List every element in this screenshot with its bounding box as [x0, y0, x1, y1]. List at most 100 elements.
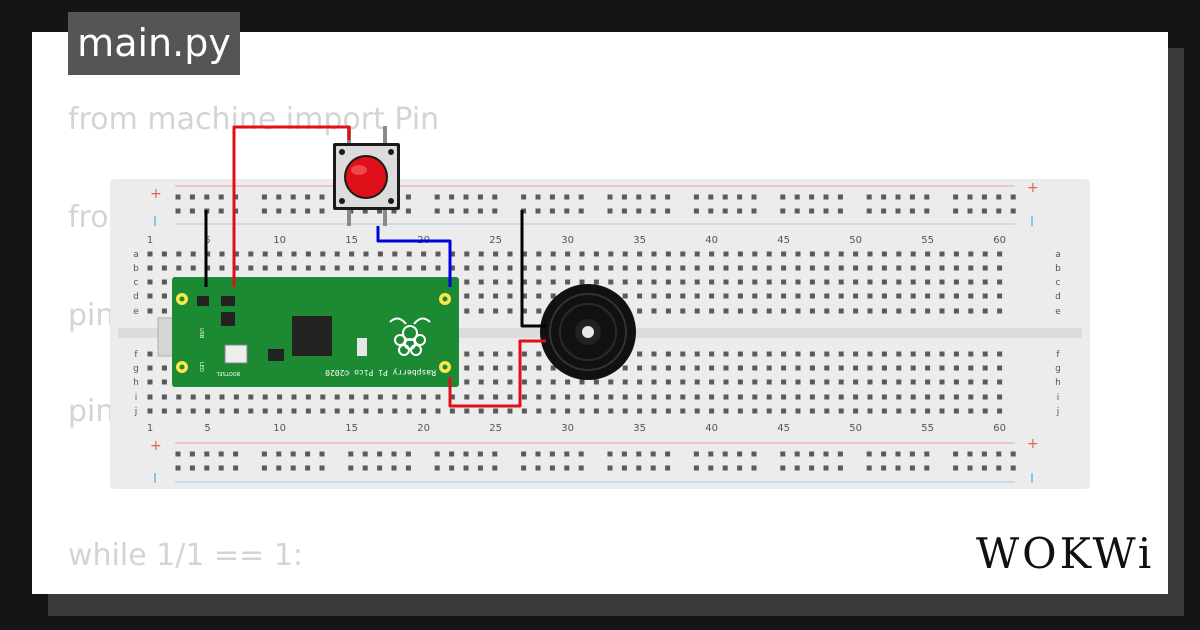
breadboard-hole [997, 251, 1003, 257]
bootsel-button[interactable] [224, 344, 248, 364]
breadboard-hole [867, 379, 873, 385]
breadboard-hole [161, 308, 167, 314]
row-letter: i [135, 393, 138, 403]
breadboard-hole [637, 394, 643, 400]
breadboard-hole [939, 408, 945, 414]
breadboard-hole [593, 394, 599, 400]
breadboard-hole [449, 251, 455, 257]
breadboard-hole [824, 379, 830, 385]
breadboard-hole [622, 408, 628, 414]
breadboard-hole [204, 465, 210, 471]
row-letter: g [1055, 364, 1061, 374]
breadboard-hole [996, 194, 1002, 200]
breadboard-hole [349, 251, 355, 257]
breadboard-hole [895, 208, 901, 214]
breadboard-hole [737, 308, 743, 314]
breadboard-hole [176, 394, 182, 400]
breadboard-hole [550, 394, 556, 400]
breadboard-hole [319, 465, 325, 471]
breadboard-hole [622, 379, 628, 385]
breadboard-hole [665, 451, 671, 457]
breadboard-hole [650, 451, 656, 457]
breadboard-hole [665, 279, 671, 285]
breadboard-hole [607, 451, 613, 457]
breadboard-hole [866, 451, 872, 457]
breadboard-hole [492, 451, 498, 457]
code-line-1: from machine import Pin [68, 102, 440, 137]
breadboard-hole [881, 208, 887, 214]
breadboard-hole [781, 379, 787, 385]
breadboard-hole [651, 279, 657, 285]
breadboard-hole [550, 279, 556, 285]
breadboard-hole [464, 293, 470, 299]
breadboard-hole [737, 194, 743, 200]
breadboard-hole [637, 308, 643, 314]
breadboard-hole [521, 379, 527, 385]
breadboard-hole [405, 194, 411, 200]
breadboard-hole [233, 465, 239, 471]
breadboard-hole [809, 208, 815, 214]
breadboard-hole [261, 451, 267, 457]
breadboard-hole [392, 408, 398, 414]
breadboard-hole [651, 308, 657, 314]
column-number: 55 [921, 423, 934, 434]
breadboard-hole [853, 251, 859, 257]
breadboard-hole [305, 251, 311, 257]
breadboard-hole [694, 394, 700, 400]
breadboard-hole [794, 465, 800, 471]
wires [204, 125, 546, 408]
breadboard-hole [463, 208, 469, 214]
breadboard-hole [651, 379, 657, 385]
breadboard-hole [708, 451, 714, 457]
breadboard-hole [464, 365, 470, 371]
breadboard-hole [305, 208, 311, 214]
breadboard-hole [507, 265, 513, 271]
breadboard-hole [953, 251, 959, 257]
breadboard-hole [319, 208, 325, 214]
breadboard-hole [521, 293, 527, 299]
breadboard-hole [708, 194, 714, 200]
breadboard-hole [637, 251, 643, 257]
breadboard-hole [693, 451, 699, 457]
breadboard-hole [421, 394, 427, 400]
breadboard-hole [709, 394, 715, 400]
breadboard-hole [608, 408, 614, 414]
breadboard-hole [665, 194, 671, 200]
breadboard-hole [348, 451, 354, 457]
breadboard-hole [493, 351, 499, 357]
breadboard-hole [549, 465, 555, 471]
breadboard-hole [781, 351, 787, 357]
buzzer[interactable] [540, 284, 636, 380]
breadboard-hole [925, 265, 931, 271]
breadboard-hole [464, 394, 470, 400]
power-rails: + + + + [150, 180, 1039, 483]
breadboard-hole [665, 365, 671, 371]
breadboard-hole [176, 408, 182, 414]
breadboard-hole [161, 251, 167, 257]
breadboard-hole [838, 251, 844, 257]
breadboard-hole [406, 251, 412, 257]
row-letter: a [1055, 250, 1061, 260]
pico-board[interactable]: Raspberry Pi Pico ©2020 BOOTSEL USB LED [157, 277, 459, 387]
breadboard-hole [637, 279, 643, 285]
breadboard-hole [637, 293, 643, 299]
breadboard-hole [881, 379, 887, 385]
breadboard-hole [464, 279, 470, 285]
file-tab[interactable]: main.py [68, 12, 240, 75]
breadboard-hole [536, 279, 542, 285]
breadboard-hole [550, 265, 556, 271]
breadboard-hole [621, 208, 627, 214]
breadboard-hole [953, 279, 959, 285]
breadboard-hole [925, 293, 931, 299]
breadboard-hole [650, 465, 656, 471]
breadboard-hole [837, 208, 843, 214]
breadboard-hole [997, 308, 1003, 314]
breadboard-hole [305, 394, 311, 400]
pushbutton[interactable] [333, 126, 400, 226]
breadboard-hole [838, 279, 844, 285]
row-letter: f [134, 350, 138, 360]
breadboard-hole [261, 208, 267, 214]
breadboard-hole [924, 451, 930, 457]
breadboard-hole [536, 351, 542, 357]
row-letter: b [133, 264, 139, 274]
